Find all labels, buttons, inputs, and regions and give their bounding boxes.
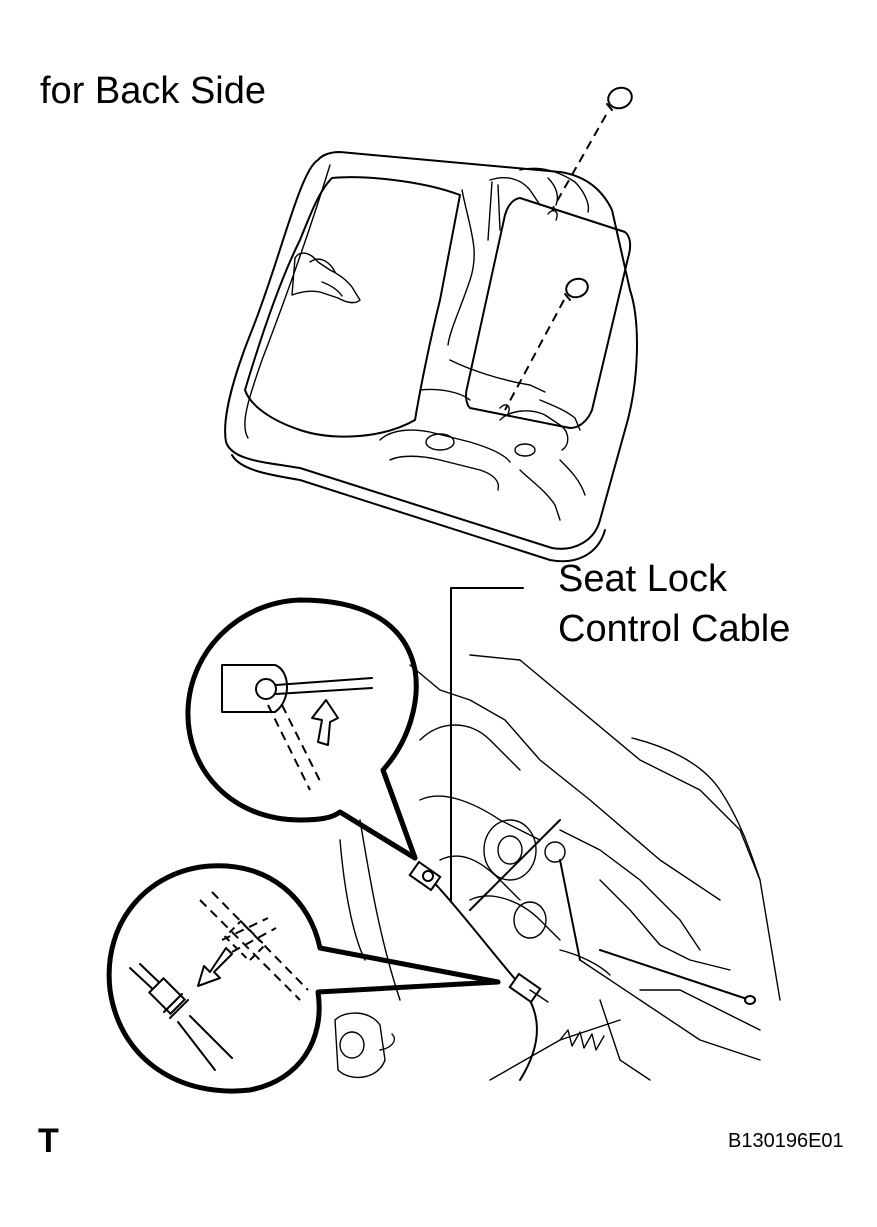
detail-circle-hook-release <box>185 597 419 861</box>
callout-label-line2: Control Cable <box>558 608 791 650</box>
figure-id: B130196E01 <box>728 1130 844 1152</box>
detail-circle-cable-end <box>106 863 501 1094</box>
callout-label-line1: Seat Lock <box>558 558 727 600</box>
view-title: for Back Side <box>40 70 266 112</box>
seat-cushion-drawing <box>224 86 638 563</box>
corner-mark: T <box>38 1122 59 1160</box>
seat-lock-mechanism-drawing <box>334 587 781 1081</box>
